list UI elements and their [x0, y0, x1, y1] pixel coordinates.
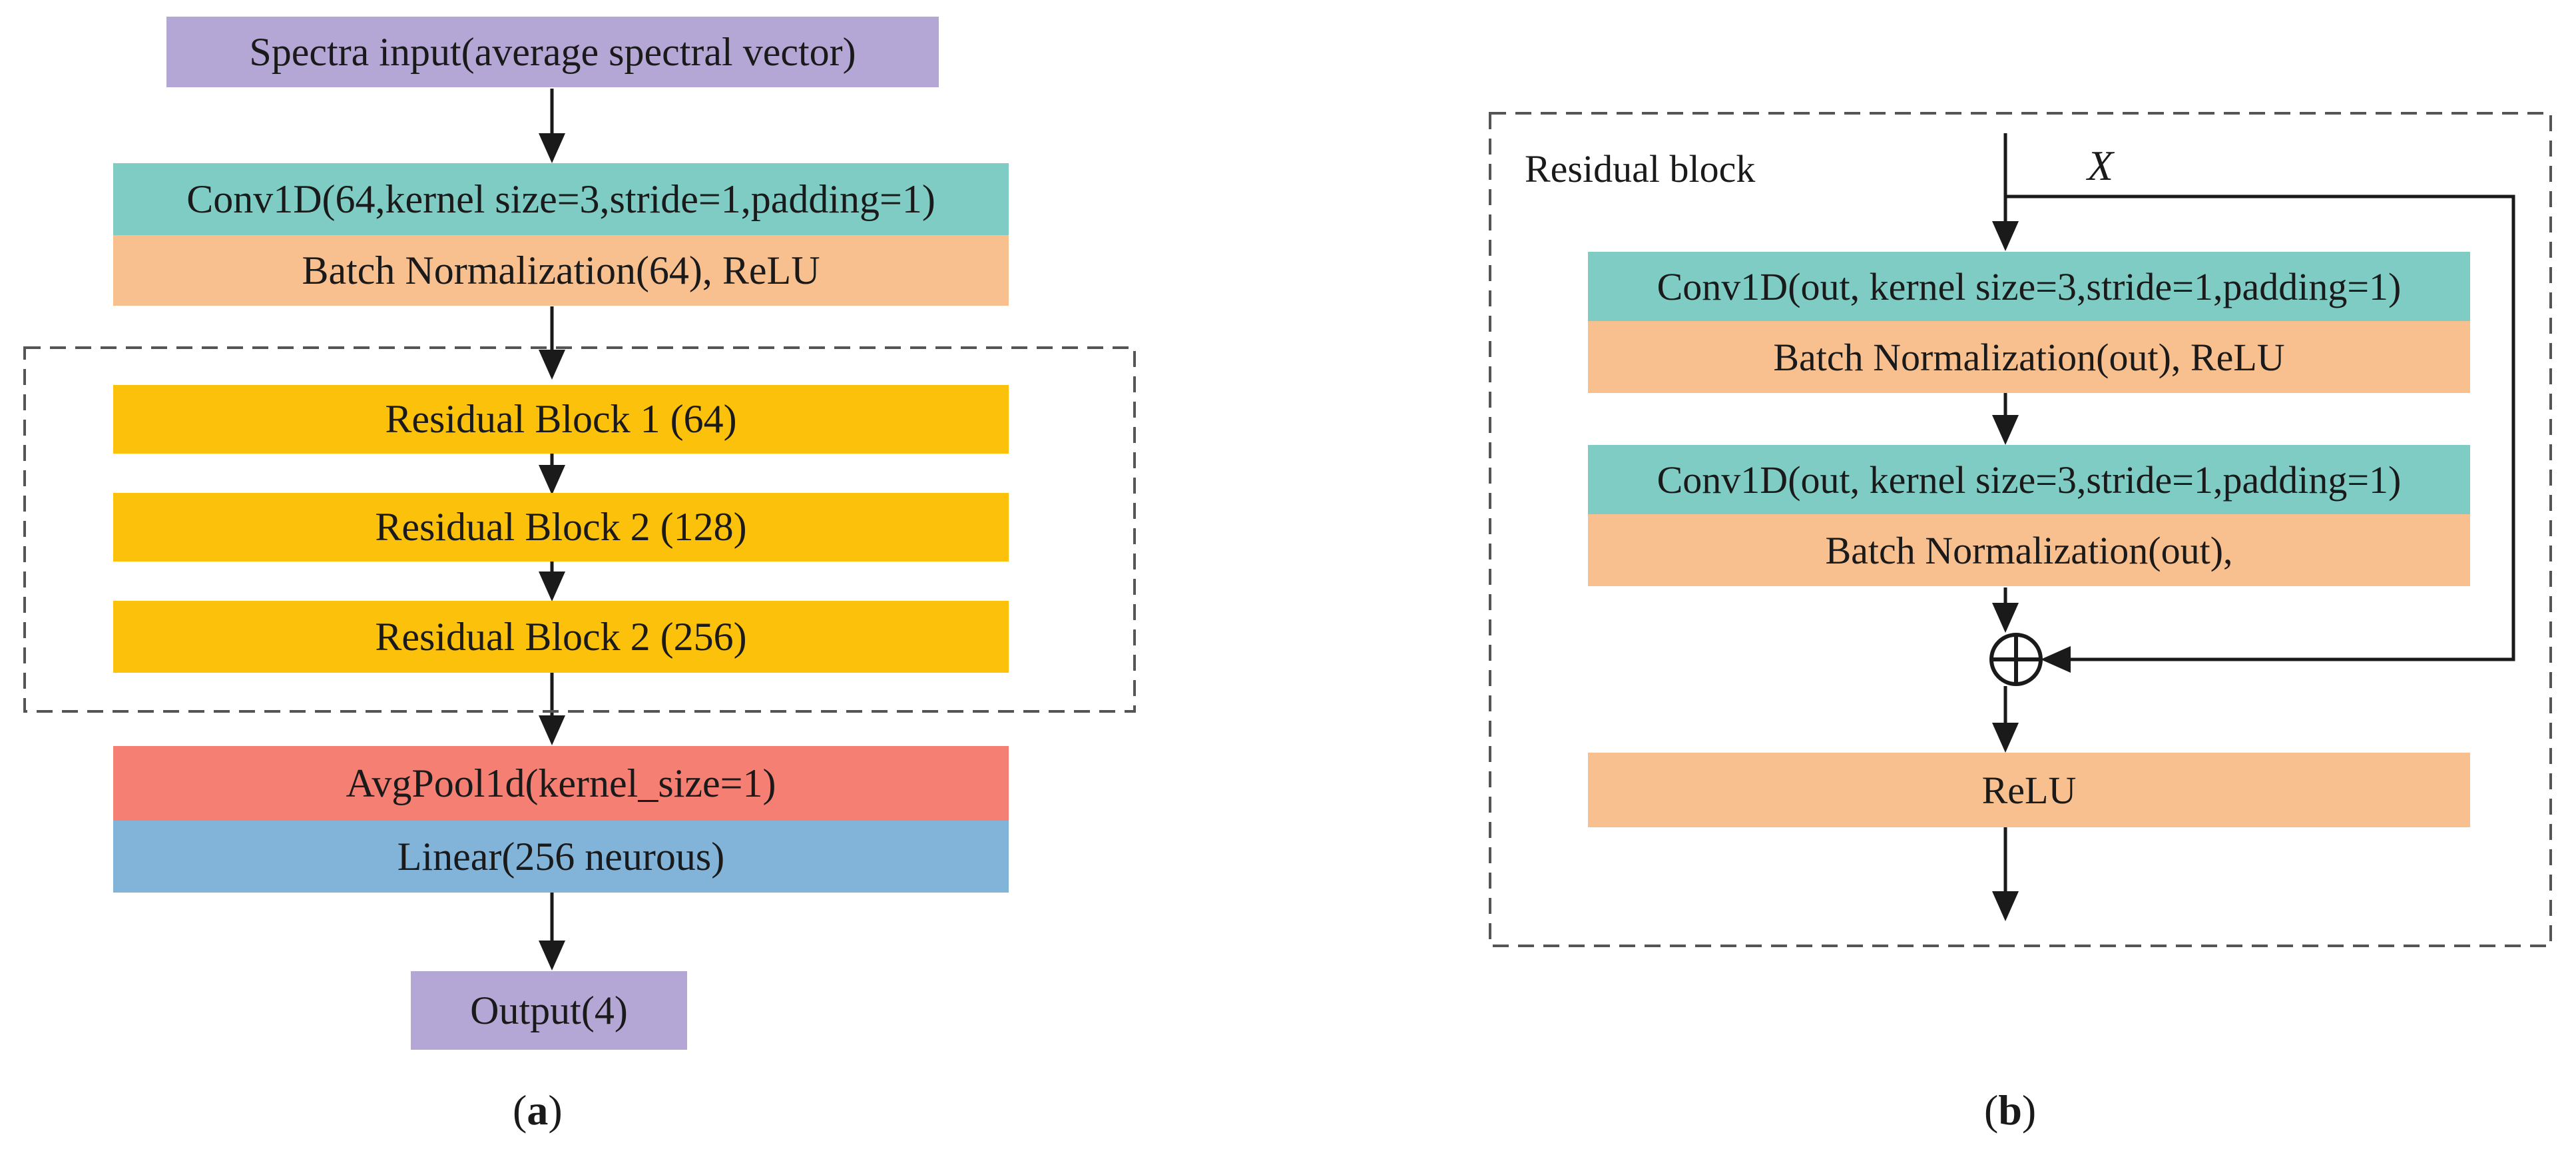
- output-node: Output(4): [411, 971, 687, 1050]
- skip-input-label: X: [2087, 142, 2114, 189]
- residual-group-frame: [23, 346, 1136, 713]
- caption-b-letter: b: [1998, 1086, 2022, 1134]
- sum-icon: [1989, 633, 2043, 686]
- avgpool-layer: AvgPool1d(kernel_size=1): [113, 746, 1009, 821]
- residual-block-frame: [1489, 112, 2552, 947]
- conv1d-layer-2: Conv1D(out, kernel size=3,stride=1,paddi…: [1588, 445, 2470, 514]
- caption-b: (b): [1984, 1086, 2037, 1134]
- batchnorm-relu-layer: Batch Normalization(64), ReLU: [113, 235, 1009, 306]
- linear-layer: Linear(256 neurous): [113, 821, 1009, 893]
- caption-a: (a): [513, 1086, 563, 1134]
- residual-block-2: Residual Block 2 (128): [113, 493, 1009, 562]
- residual-block-title: Residual block: [1525, 147, 1756, 191]
- relu-layer: ReLU: [1588, 753, 2470, 827]
- skip-connection: [2005, 194, 2515, 673]
- conv1d-layer-1: Conv1D(out, kernel size=3,stride=1,paddi…: [1588, 252, 2470, 321]
- residual-block-1: Residual Block 1 (64): [113, 385, 1009, 454]
- spectra-input-node: Spectra input(average spectral vector): [166, 17, 939, 87]
- residual-block-3: Residual Block 2 (256): [113, 601, 1009, 673]
- batchnorm-relu-layer-1: Batch Normalization(out), ReLU: [1588, 321, 2470, 393]
- conv1d-layer: Conv1D(64,kernel size=3,stride=1,padding…: [113, 163, 1009, 235]
- batchnorm-layer-2: Batch Normalization(out),: [1588, 514, 2470, 586]
- caption-a-letter: a: [527, 1086, 549, 1134]
